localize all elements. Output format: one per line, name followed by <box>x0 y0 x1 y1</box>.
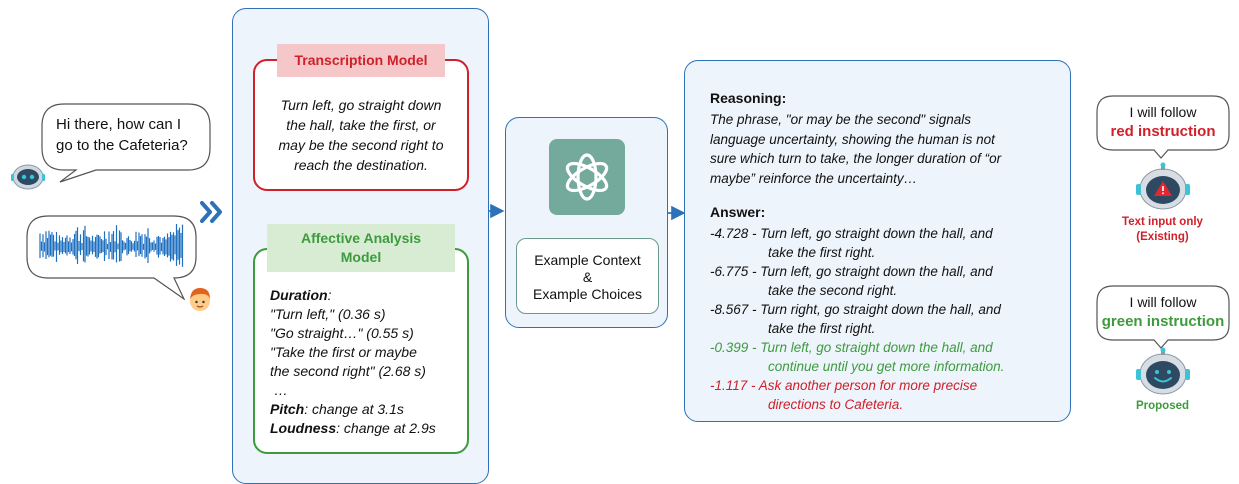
robot-warning-icon <box>1136 162 1190 210</box>
existing-speech-bubble <box>1096 95 1230 159</box>
waveform <box>39 224 184 267</box>
existing-bubble-text: I will follow red instruction <box>1110 104 1216 140</box>
robot-head-icon <box>11 164 45 190</box>
double-chevron-icon <box>200 201 222 223</box>
robot-speech-bubble <box>41 103 211 183</box>
answer-label: Answer: <box>710 204 766 220</box>
answer-item: -8.567 - Turn right, go straight down th… <box>710 302 1001 336</box>
transcription-card <box>253 59 469 191</box>
robot-question-text: Hi there, how can I go to the Cafeteria? <box>56 116 188 154</box>
existing-caption: Text input only (Existing) <box>1122 216 1203 243</box>
answer-item: -4.728 - Turn left, go straight down the… <box>710 226 993 260</box>
proposed-bubble-text: I will follow green instruction <box>1101 294 1225 330</box>
reasoning-label: Reasoning: <box>710 90 787 106</box>
answer-list: -4.728 - Turn left, go straight down the… <box>710 224 1004 414</box>
reasoning-text: The phrase, "or may be the second" signa… <box>710 112 1002 186</box>
proposed-caption: Proposed <box>1135 400 1190 412</box>
audio-waveform-bubble <box>26 215 197 300</box>
robot-smile-icon <box>1136 347 1190 395</box>
llm-logo-icon <box>549 139 625 215</box>
affective-features: Duration: "Turn left," (0.36 s) "Go stra… <box>270 287 436 436</box>
transcription-title: Transcription Model <box>277 44 445 77</box>
proposed-speech-bubble <box>1096 285 1230 349</box>
context-text: Example Context & Example Choices <box>533 252 642 302</box>
answer-item: -6.775 - Turn left, go straight down the… <box>710 264 993 298</box>
human-face-icon <box>190 288 210 311</box>
output-panel <box>684 60 1071 422</box>
answer-item-green: -0.399 - Turn left, go straight down the… <box>710 340 1005 374</box>
answer-item-red: -1.117 - Ask another person for more pre… <box>710 378 978 412</box>
affective-title: Affective Analysis Model <box>267 224 455 272</box>
transcription-text: Turn left, go straight down the hall, ta… <box>278 97 444 173</box>
context-box <box>516 238 659 314</box>
